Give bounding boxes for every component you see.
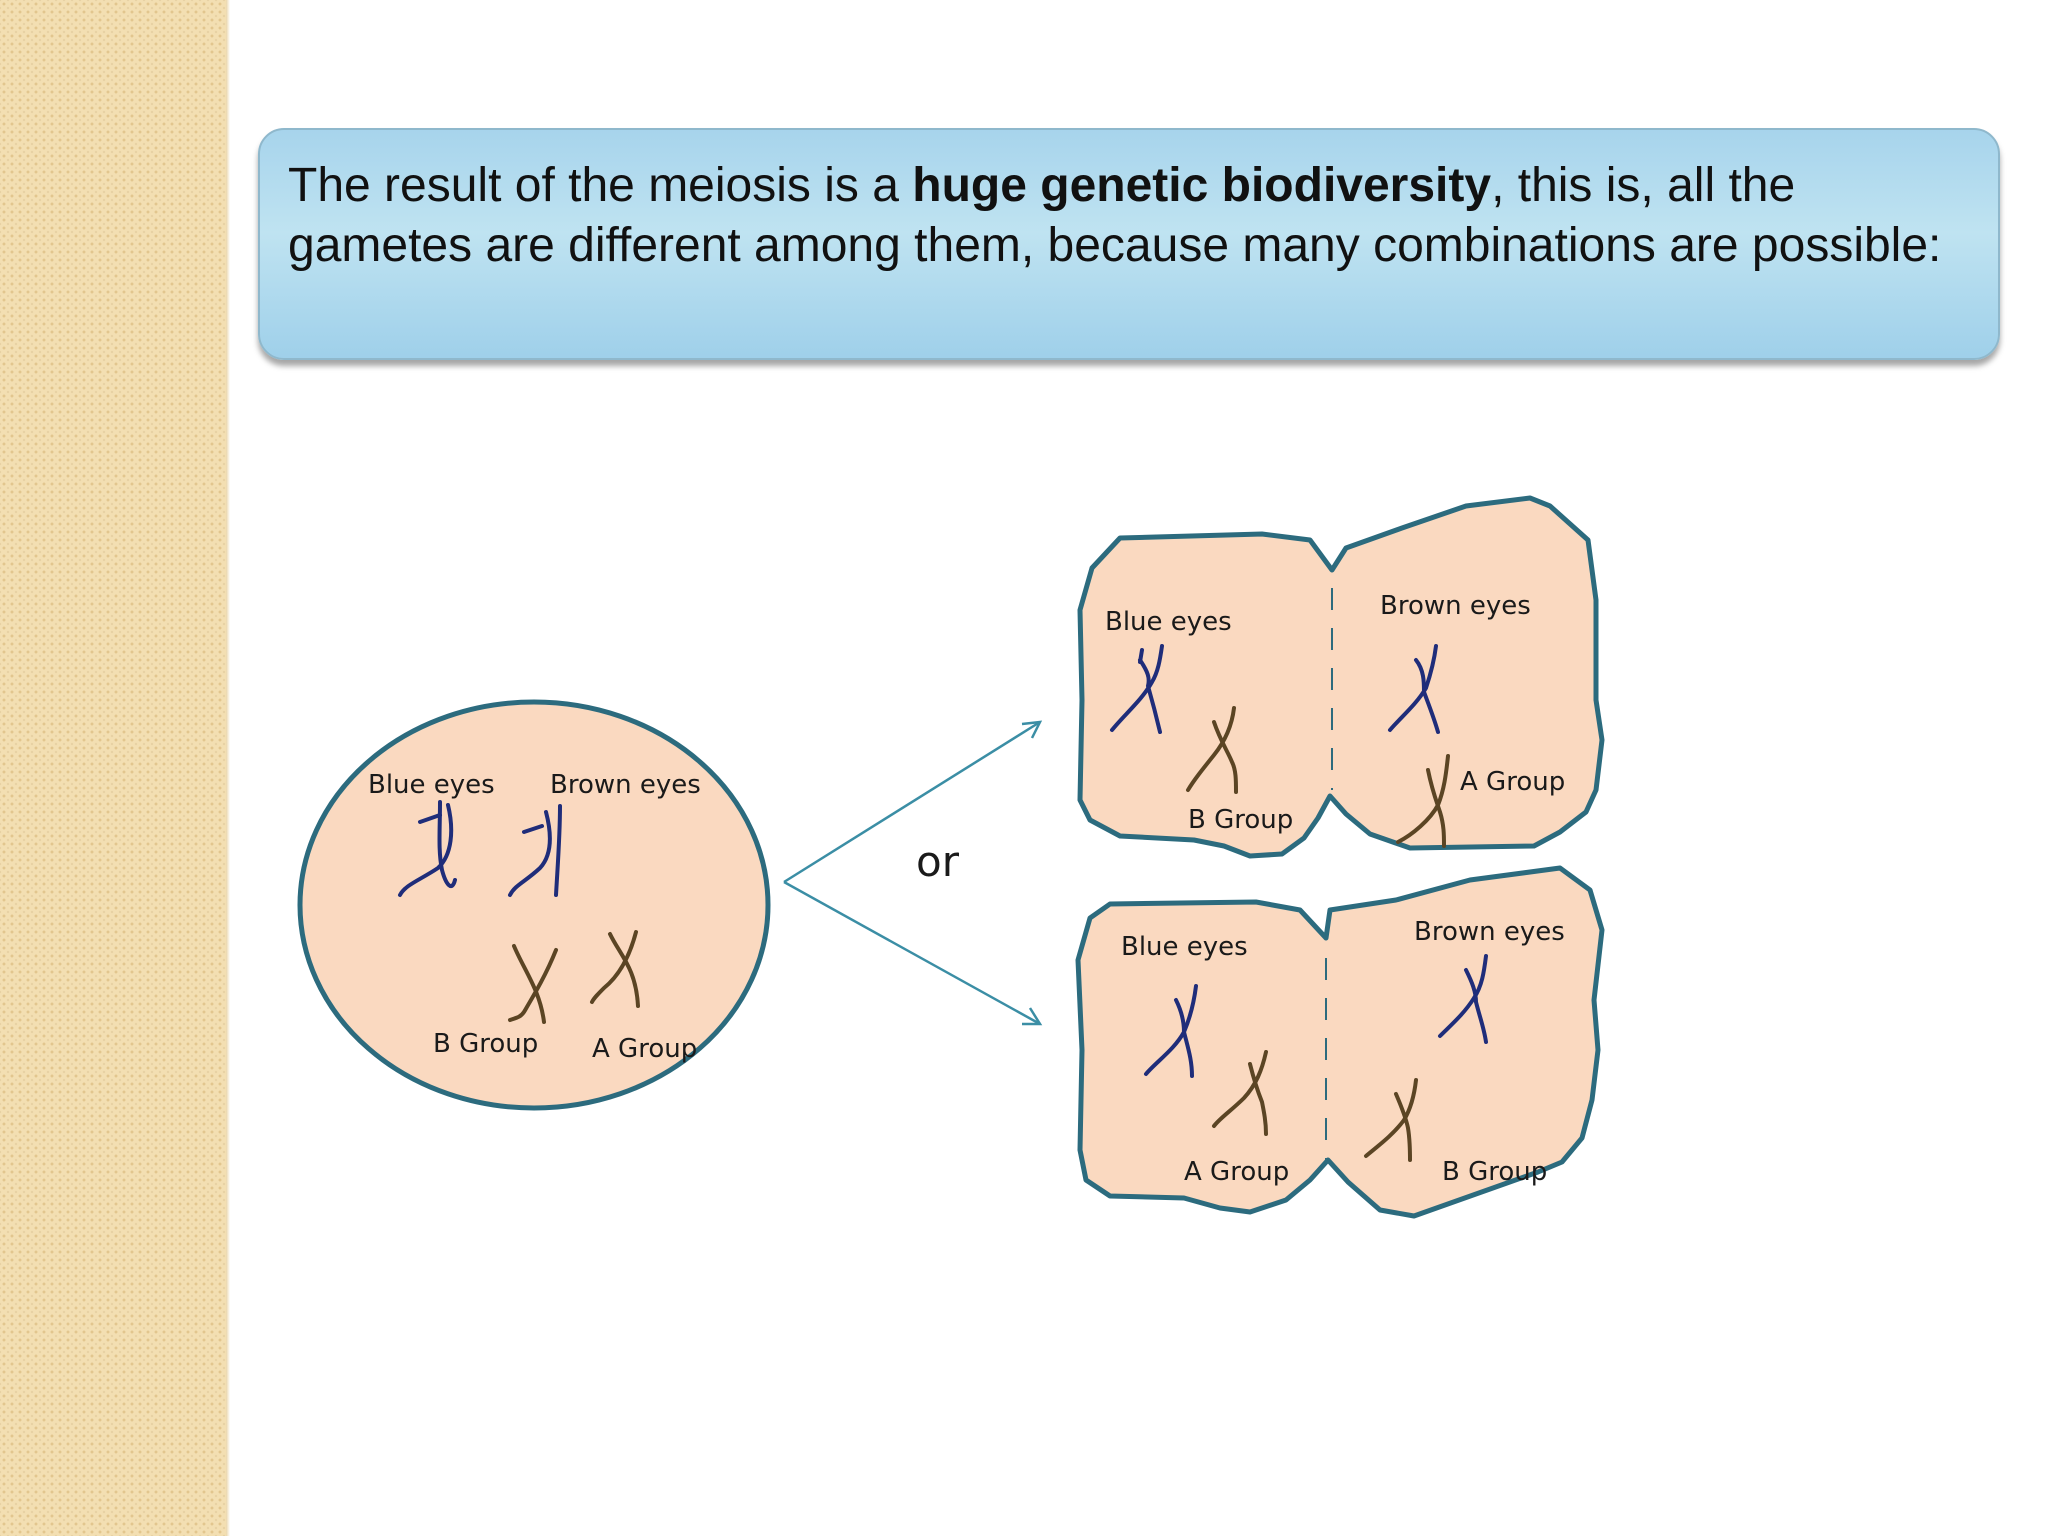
bottom-right-label-group: B Group <box>1442 1157 1547 1187</box>
top-daughter-cells: Blue eyes B Group Brown eyes A Group <box>1077 495 1605 859</box>
top-left-label-eye: Blue eyes <box>1105 607 1232 637</box>
top-right-label-group: A Group <box>1460 767 1565 797</box>
division-arrows <box>783 720 1043 1026</box>
top-left-blue-eyes-chromosome <box>1110 644 1164 734</box>
parent-blue-eyes-chromosome <box>398 800 457 897</box>
top-left-b-group-chromosome <box>1186 706 1238 794</box>
top-cells-body <box>1077 495 1605 859</box>
bottom-left-label-group: A Group <box>1184 1157 1289 1187</box>
arrow-head-bottom <box>1022 1007 1043 1026</box>
side-strip-edge <box>226 0 230 1536</box>
arrow-to-bottom-cells <box>783 880 1041 1026</box>
bottom-right-b-group-chromosome <box>1364 1078 1418 1162</box>
bottom-left-blue-eyes-chromosome <box>1144 984 1198 1078</box>
intro-text-rest: , this is, all the gametes are different… <box>288 159 1942 272</box>
top-right-brown-eyes-chromosome <box>1388 644 1440 734</box>
intro-text-bold: huge genetic biodiversity <box>912 159 1492 212</box>
parent-cell: Blue eyes Brown eyes B Group A Group <box>297 699 771 1111</box>
parent-label-brown-eyes: Brown eyes <box>550 770 701 800</box>
parent-cell-body <box>297 699 771 1111</box>
bottom-cells-body <box>1075 865 1605 1219</box>
parent-a-group-chromosome <box>590 930 640 1008</box>
parent-brown-eyes-chromosome <box>508 804 562 897</box>
arrow-to-top-cells <box>783 720 1041 884</box>
parent-label-a-group: A Group <box>592 1034 697 1064</box>
bottom-left-a-group-chromosome <box>1212 1050 1268 1136</box>
top-right-label-eye: Brown eyes <box>1380 591 1531 621</box>
parent-label-blue-eyes: Blue eyes <box>368 770 495 800</box>
bottom-daughter-cells: Blue eyes A Group Brown eyes B Group <box>1075 865 1605 1219</box>
top-right-a-group-chromosome <box>1396 754 1450 848</box>
or-label: or <box>916 837 960 886</box>
decorative-side-strip <box>0 0 226 1536</box>
intro-text-box: The result of the meiosis is a huge gene… <box>258 128 2000 360</box>
parent-label-b-group: B Group <box>433 1029 538 1059</box>
bottom-left-label-eye: Blue eyes <box>1121 932 1248 962</box>
bottom-right-label-eye: Brown eyes <box>1414 917 1565 947</box>
arrow-head-top <box>1021 720 1043 739</box>
bottom-right-brown-eyes-chromosome <box>1438 954 1488 1044</box>
parent-b-group-chromosome <box>508 944 558 1024</box>
intro-text-plain: The result of the meiosis is a <box>288 159 913 212</box>
top-left-label-group: B Group <box>1188 805 1293 835</box>
